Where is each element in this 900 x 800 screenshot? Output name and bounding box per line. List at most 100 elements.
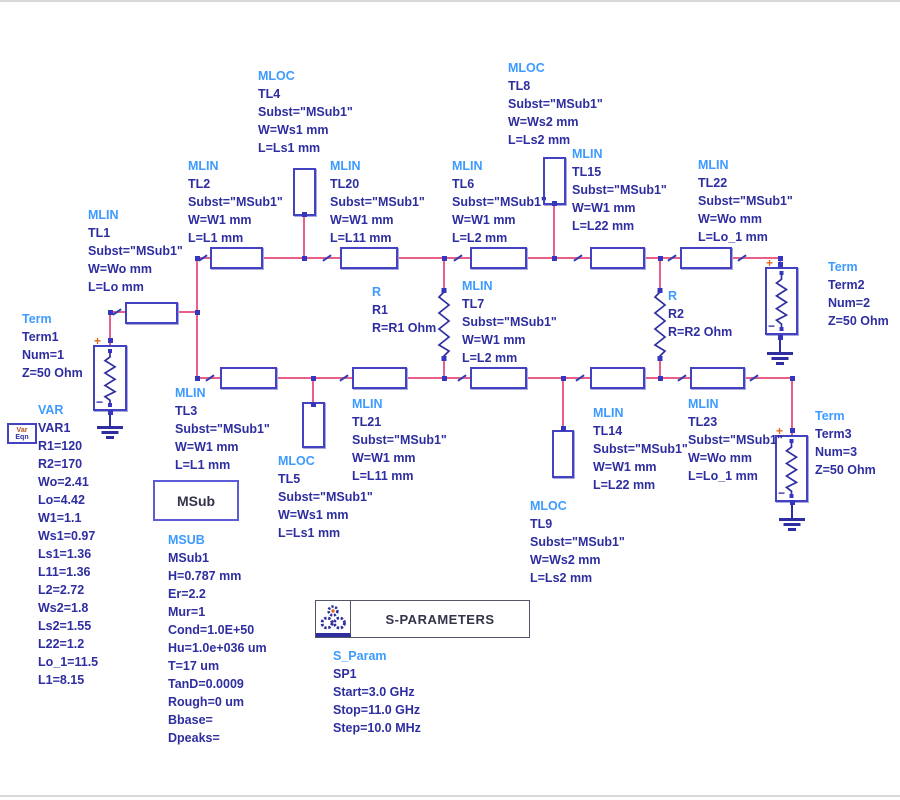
ground-symbol[interactable] xyxy=(96,412,124,439)
label-tl9-param: L=Ls2 mm xyxy=(530,571,593,585)
component-term3-symbol[interactable] xyxy=(775,435,808,502)
label-tl8-param: W=Ws2 mm xyxy=(508,115,579,129)
label-tl23-param: Subst="MSub1" xyxy=(688,433,783,447)
wire[interactable] xyxy=(196,258,198,378)
wire[interactable] xyxy=(303,216,305,258)
wire-junction-dot xyxy=(561,426,566,431)
component-tl6-symbol[interactable] xyxy=(470,247,527,269)
wire-junction-dot xyxy=(778,262,783,267)
component-tl22-symbol[interactable] xyxy=(680,247,732,269)
label-var1-param: L11=1.36 xyxy=(38,565,91,579)
label-msub1-param: Cond=1.0E+50 xyxy=(168,623,255,637)
component-tl15-symbol[interactable] xyxy=(590,247,645,269)
label-tl4-type: MLOC xyxy=(258,69,295,83)
label-tl20-param: W=W1 mm xyxy=(330,213,394,227)
label-r1-param: R=R1 Ohm xyxy=(372,321,437,335)
ground-symbol[interactable] xyxy=(766,338,794,365)
wire-junction-dot xyxy=(552,201,557,206)
label-tl15-name: TL15 xyxy=(572,165,602,179)
wire[interactable] xyxy=(312,378,314,403)
label-term1-param: Num=1 xyxy=(22,348,65,362)
component-r2-symbol[interactable] xyxy=(652,258,668,378)
label-tl14-type: MLIN xyxy=(593,406,624,420)
label-term3-type: Term xyxy=(815,409,845,423)
label-msub1-param: H=0.787 mm xyxy=(168,569,242,583)
msub-name-box[interactable]: MSub xyxy=(153,480,239,521)
wire-junction-dot xyxy=(778,256,783,261)
label-msub1-param: T=17 um xyxy=(168,659,220,673)
component-tl2-symbol[interactable] xyxy=(210,247,263,269)
terminal-minus-marker: − xyxy=(778,486,786,500)
component-tl4-symbol[interactable] xyxy=(293,168,316,216)
component-tl7-symbol[interactable] xyxy=(470,367,527,389)
ground-symbol[interactable] xyxy=(778,504,806,531)
component-tl14-symbol[interactable] xyxy=(590,367,645,389)
label-tl4-name: TL4 xyxy=(258,87,281,101)
label-sparam-param: Stop=11.0 GHz xyxy=(333,703,421,717)
label-msub1-param: Hu=1.0e+036 um xyxy=(168,641,267,655)
wire-junction-dot xyxy=(195,376,200,381)
component-r1-symbol[interactable] xyxy=(436,258,452,378)
label-var1-param: W1=1.1 xyxy=(38,511,82,525)
wire[interactable] xyxy=(562,378,564,431)
label-tl1-param: W=Wo mm xyxy=(88,262,153,276)
label-msub1-param: Mur=1 xyxy=(168,605,206,619)
component-tl20-symbol[interactable] xyxy=(340,247,398,269)
label-tl20-name: TL20 xyxy=(330,177,360,191)
label-msub1-param: TanD=0.0009 xyxy=(168,677,244,691)
label-tl21-name: TL21 xyxy=(352,415,382,429)
component-tl5-symbol[interactable] xyxy=(302,402,325,448)
label-tl9-param: Subst="MSub1" xyxy=(530,535,625,549)
label-r2-type: R xyxy=(668,289,678,303)
label-msub1-name: MSub1 xyxy=(168,551,209,565)
label-tl22-param: Subst="MSub1" xyxy=(698,194,793,208)
wire[interactable] xyxy=(791,378,793,436)
label-tl15-type: MLIN xyxy=(572,147,603,161)
component-tl3-symbol[interactable] xyxy=(220,367,277,389)
wire-junction-dot xyxy=(790,376,795,381)
label-tl1-name: TL1 xyxy=(88,226,111,240)
var-eqn-icon[interactable]: Var Eqn xyxy=(7,423,37,444)
label-tl23-param: L=Lo_1 mm xyxy=(688,469,758,483)
label-var1-param: R1=120 xyxy=(38,439,83,453)
component-tl23-symbol[interactable] xyxy=(690,367,745,389)
wire[interactable] xyxy=(553,205,555,258)
terminal-plus-marker: + xyxy=(776,424,784,438)
label-term2-name: Term2 xyxy=(828,278,865,292)
label-tl6-param: W=W1 mm xyxy=(452,213,516,227)
label-sparam-type: S_Param xyxy=(333,649,387,663)
label-tl8-name: TL8 xyxy=(508,79,531,93)
component-tl9-symbol[interactable] xyxy=(552,430,574,478)
wire-junction-dot xyxy=(790,500,795,505)
component-tl21-symbol[interactable] xyxy=(352,367,407,389)
component-tl1-symbol[interactable] xyxy=(125,302,178,324)
s-parameters-controller[interactable]: S-PARAMETERS xyxy=(315,600,530,638)
component-term2-symbol[interactable] xyxy=(765,267,798,335)
label-tl3-name: TL3 xyxy=(175,404,198,418)
wire[interactable] xyxy=(109,312,111,346)
